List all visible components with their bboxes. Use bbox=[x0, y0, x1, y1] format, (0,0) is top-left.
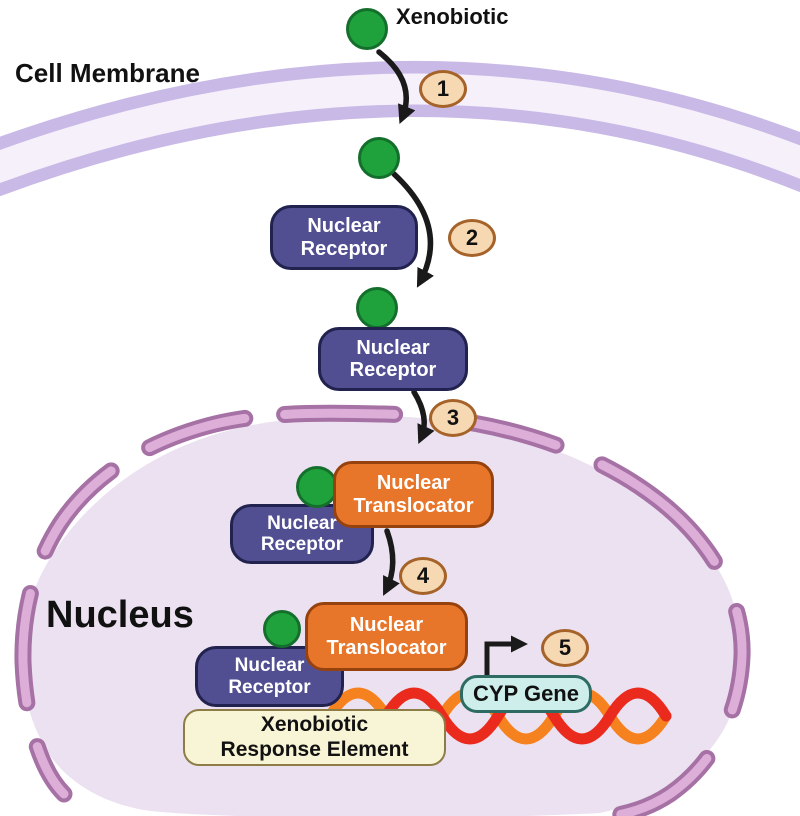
step-1-number: 1 bbox=[436, 76, 450, 101]
nuclear-translocator-2-line2: Translocator bbox=[326, 636, 447, 659]
cell-membrane-band bbox=[0, 61, 800, 197]
nuclear-receptor-box-1: Nuclear Receptor bbox=[270, 205, 418, 270]
cyp-gene-box: CYP Gene bbox=[460, 675, 592, 713]
nuclear-receptor-1-line1: Nuclear bbox=[307, 215, 381, 238]
xenobiotic-molecule-4 bbox=[296, 466, 338, 508]
step-2-number: 2 bbox=[465, 225, 479, 250]
nuclear-receptor-1-line2: Receptor bbox=[300, 237, 388, 260]
step-3-arrow bbox=[411, 389, 435, 444]
xenobiotic-response-element-box: Xenobiotic Response Element bbox=[183, 709, 446, 766]
xre-line2: Response Element bbox=[220, 737, 409, 761]
step-3-number: 3 bbox=[446, 405, 460, 430]
step-1-arrow bbox=[376, 49, 416, 125]
nuclear-translocator-1-line1: Nuclear bbox=[376, 472, 451, 495]
nuclear-receptor-2-line1: Nuclear bbox=[356, 336, 430, 359]
step-3-badge: 3 bbox=[429, 399, 477, 437]
nuclear-translocator-2-line1: Nuclear bbox=[349, 614, 424, 637]
nuclear-receptor-box-2: Nuclear Receptor bbox=[318, 327, 468, 391]
transcription-arrow bbox=[484, 635, 528, 676]
step-2-arrow bbox=[391, 171, 434, 288]
nuclear-receptor-2-line2: Receptor bbox=[349, 359, 437, 381]
nuclear-receptor-4-line2: Receptor bbox=[228, 676, 311, 698]
nuclear-receptor-4-line1: Nuclear bbox=[234, 655, 305, 677]
cyp-gene-label: CYP Gene bbox=[473, 681, 579, 706]
step-5-number: 5 bbox=[558, 635, 572, 660]
xenobiotic-molecule-1 bbox=[346, 8, 388, 50]
nuclear-translocator-box-2: Nuclear Translocator bbox=[305, 602, 468, 671]
xenobiotic-label: Xenobiotic bbox=[396, 4, 509, 29]
nuclear-receptor-3-line2: Receptor bbox=[260, 534, 344, 555]
xenobiotic-molecule-5 bbox=[263, 610, 301, 648]
cell-membrane-label: Cell Membrane bbox=[15, 58, 200, 88]
xre-line1: Xenobiotic bbox=[260, 712, 369, 736]
step-5-badge: 5 bbox=[541, 629, 589, 667]
nucleus-label: Nucleus bbox=[46, 594, 194, 636]
step-1-badge: 1 bbox=[419, 70, 467, 108]
step-4-arrow bbox=[383, 528, 400, 596]
nuclear-envelope bbox=[14, 404, 751, 816]
nuclear-translocator-1-line2: Translocator bbox=[353, 494, 474, 517]
nuclear-receptor-3-line1: Nuclear bbox=[267, 512, 337, 534]
xenobiotic-molecule-3 bbox=[356, 287, 398, 329]
xenobiotic-molecule-2 bbox=[358, 137, 400, 179]
step-2-badge: 2 bbox=[448, 219, 496, 257]
step-4-number: 4 bbox=[416, 563, 430, 588]
nuclear-translocator-box-1: Nuclear Translocator bbox=[333, 461, 494, 528]
step-4-badge: 4 bbox=[399, 557, 447, 595]
